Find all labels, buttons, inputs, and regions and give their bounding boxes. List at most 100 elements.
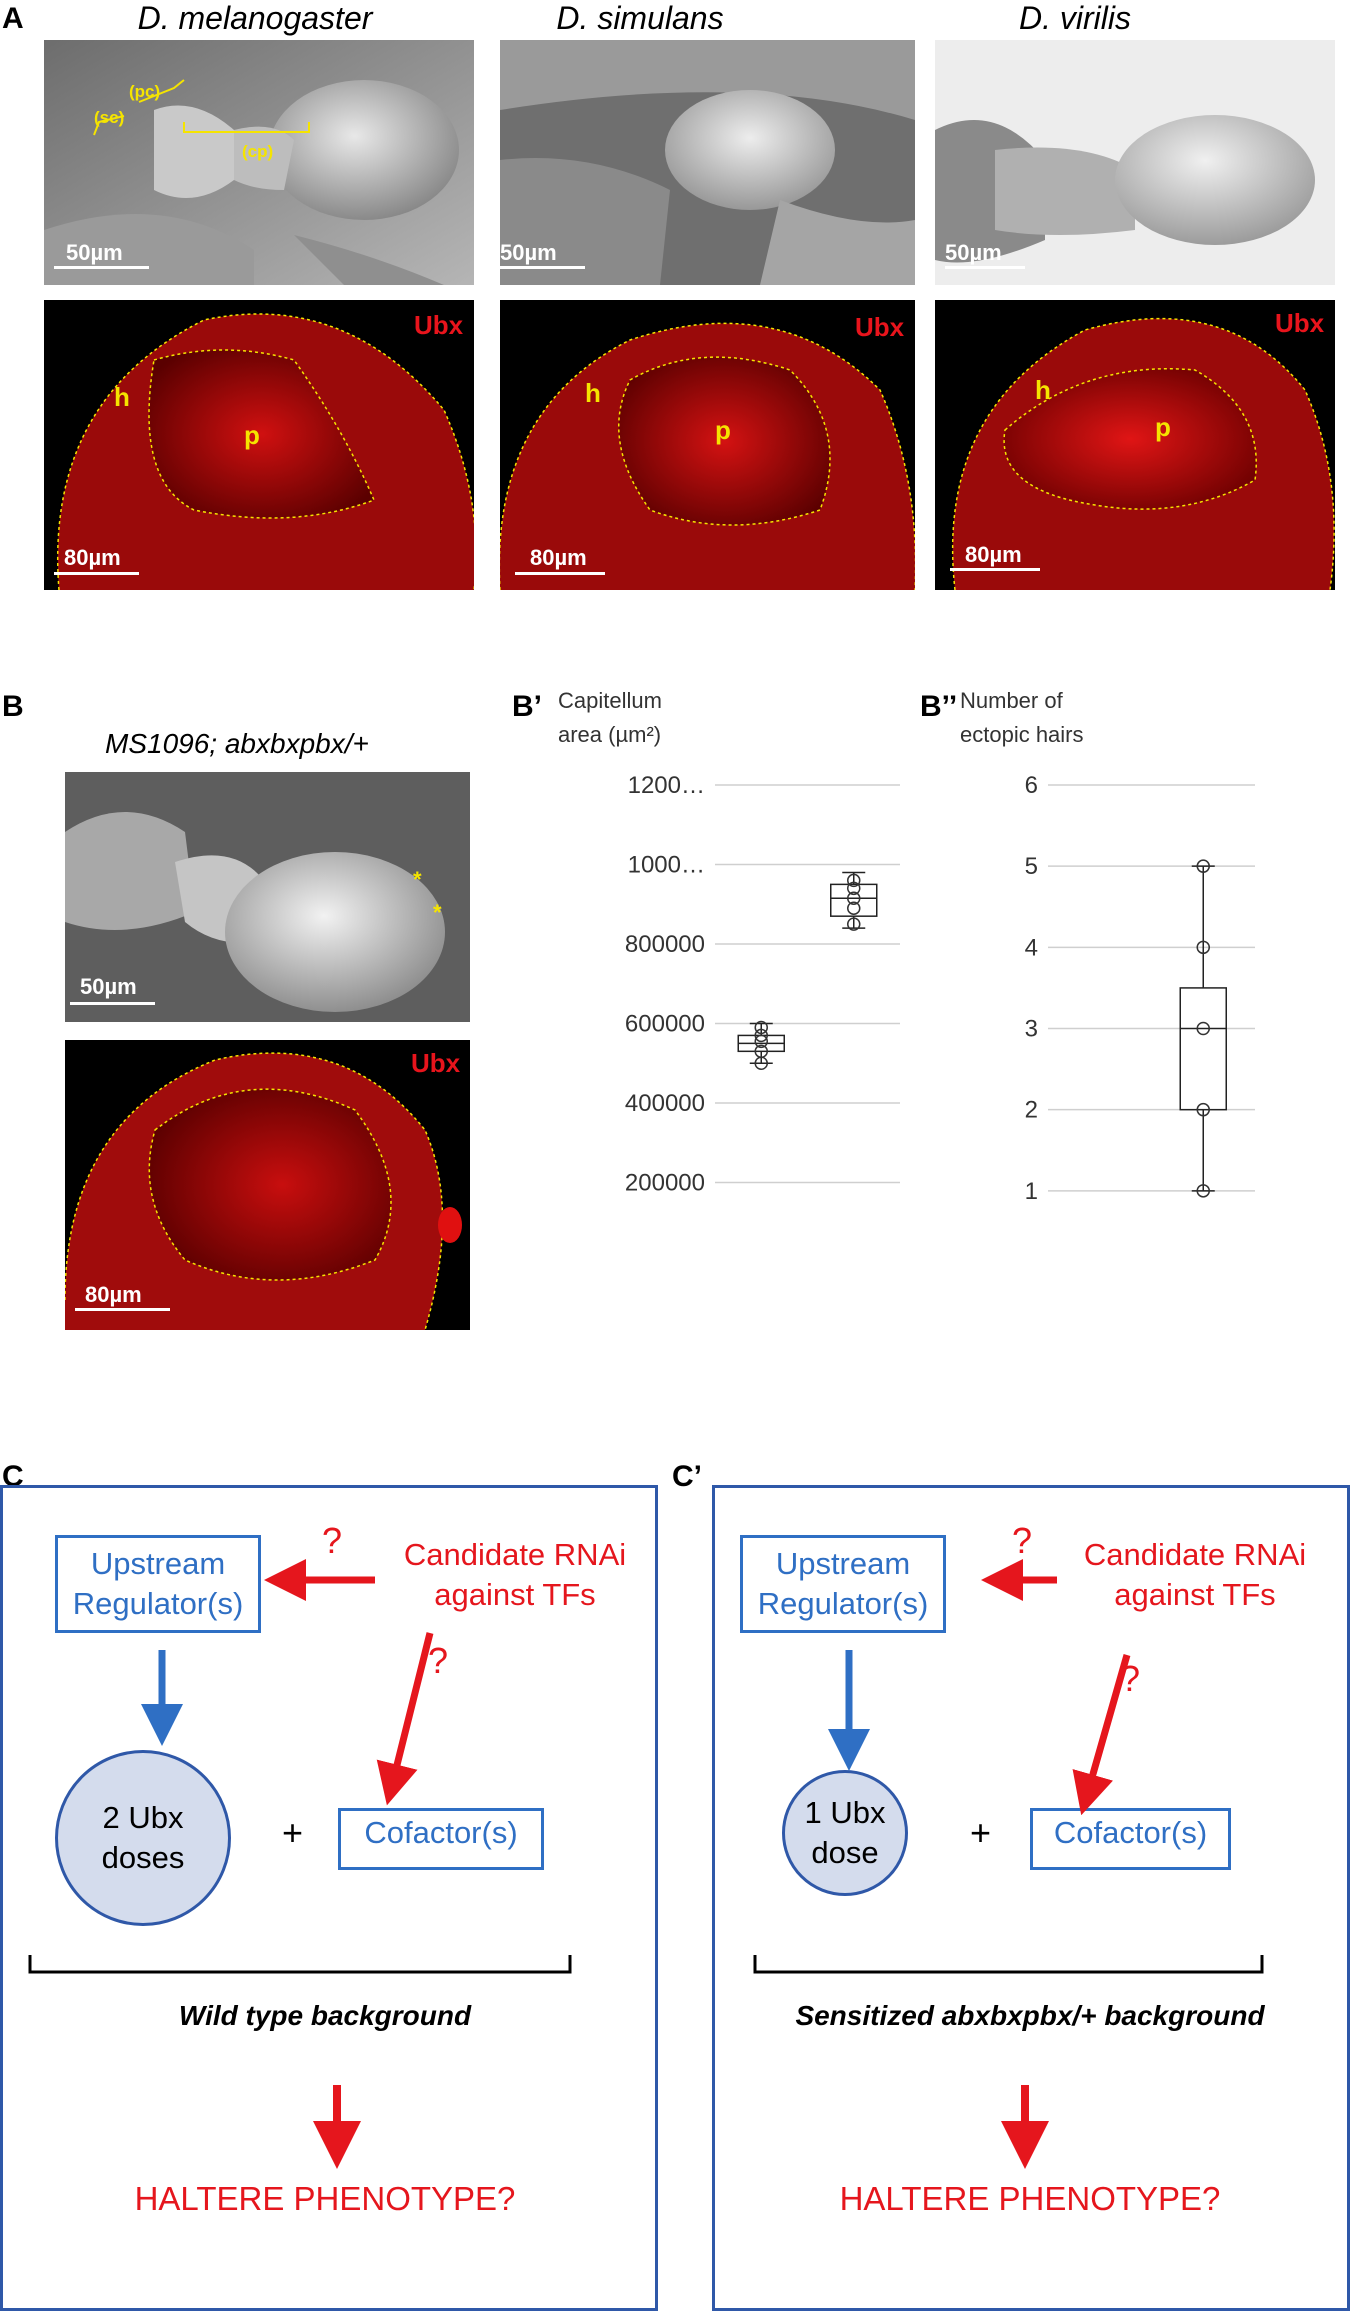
- panel-label-b-prime: B’: [512, 690, 542, 723]
- sem-image-melanogaster: (pc) (sc) (cp) 50µm: [44, 40, 474, 285]
- ectopic-hair-asterisk: *: [433, 900, 442, 925]
- panel-label-b-double-prime: B’’: [920, 690, 958, 723]
- ubx-line-1: 2 Ubx: [102, 1800, 184, 1835]
- ubx-dose-circle: 2 Ubx doses: [55, 1750, 231, 1926]
- data-point: [847, 873, 861, 888]
- candidate-line-2: against TFs: [434, 1577, 596, 1612]
- data-point: [1196, 1102, 1210, 1117]
- confocal-image-melanogaster: Ubx h p 80µm: [44, 300, 474, 590]
- confocal-image-simulans: Ubx h p 80µm: [500, 300, 915, 590]
- background-label: Sensitized abxbxpbx/+ background: [795, 2000, 1265, 2031]
- ubx-dose-circle: 1 Ubx dose: [782, 1770, 908, 1896]
- haltere-sem-illustration: [65, 772, 470, 1022]
- ubx-label: Ubx: [1275, 308, 1325, 338]
- ubx-line-2: dose: [811, 1835, 879, 1870]
- y-tick-label: 4: [1025, 934, 1038, 961]
- scale-label: 80µm: [530, 545, 587, 570]
- ubx-stain-illustration: [65, 1052, 462, 1330]
- box: [1179, 987, 1227, 1111]
- scale-label: 50µm: [500, 240, 557, 265]
- plus-sign: +: [282, 1812, 304, 1853]
- ubx-stain-illustration: [500, 322, 915, 590]
- phenotype-label: HALTERE PHENOTYPE?: [839, 2180, 1221, 2217]
- y-tick-label: 2: [1025, 1097, 1038, 1124]
- scale-bar: [54, 572, 139, 575]
- data-point: [754, 1020, 768, 1035]
- confocal-image-virilis: Ubx h p 80µm: [935, 300, 1335, 590]
- scale-label: 50µm: [945, 240, 1002, 265]
- y-tick-label: 400000: [625, 1090, 705, 1117]
- y-tick-label: 1200…: [628, 772, 705, 799]
- upstream-line-1: Upstream: [775, 1546, 911, 1581]
- data-point: [1196, 859, 1210, 873]
- ubx-label: Ubx: [855, 312, 905, 342]
- scale-bar: [75, 1308, 170, 1311]
- panel-label-c-prime: C’: [672, 1460, 702, 1493]
- species-label-virilis: D. virilis: [1019, 0, 1131, 36]
- species-label-simulans: D. simulans: [556, 0, 724, 36]
- diagram-arrows-wildtype: [28, 1559, 572, 2169]
- cofactor-box: Cofactor(s): [1030, 1808, 1231, 1870]
- scale-bar: [70, 1002, 155, 1005]
- data-point: [1196, 1184, 1210, 1198]
- question-mark: ?: [428, 1640, 449, 1681]
- scale-bar: [945, 266, 1025, 269]
- chart-title: Number of: [960, 690, 1064, 713]
- candidate-line-2: against TFs: [1114, 1577, 1276, 1612]
- candidate-line-1: Candidate RNAi: [403, 1537, 627, 1572]
- candidate-line-1: Candidate RNAi: [1083, 1537, 1307, 1572]
- upstream-line-1: Upstream: [90, 1546, 226, 1581]
- question-mark: ?: [322, 1520, 343, 1561]
- data-point: [754, 1028, 768, 1043]
- data-point: [847, 881, 861, 896]
- candidate-rnai-label: Candidate RNAi against TFs: [390, 1535, 640, 1615]
- diagram-arrows-sensitized: [753, 1559, 1264, 2169]
- data-point: [1196, 1021, 1210, 1036]
- hinge-label: h: [585, 378, 601, 408]
- hinge-label: h: [114, 382, 130, 412]
- scale-label: 50µm: [80, 974, 137, 999]
- data-point: [847, 891, 861, 906]
- scale-label: 80µm: [64, 545, 121, 570]
- haltere-sem-illustration: [44, 40, 474, 285]
- scale-label: 50µm: [66, 240, 123, 265]
- scale-label: 80µm: [965, 542, 1022, 567]
- ectopic-hair-asterisk: *: [413, 867, 422, 892]
- pouch-label: p: [1155, 412, 1171, 442]
- ubx-line-1: 1 Ubx: [804, 1795, 886, 1830]
- y-tick-label: 1: [1025, 1178, 1038, 1205]
- plus-sign: +: [970, 1812, 992, 1853]
- y-tick-label: 800000: [625, 931, 705, 958]
- box: [830, 883, 878, 917]
- haltere-sem-illustration: [500, 40, 915, 285]
- panel-label-a: A: [2, 2, 24, 35]
- upstream-regulator-box: Upstream Regulator(s): [55, 1535, 261, 1633]
- sem-image-virilis: 50µm: [935, 40, 1335, 285]
- y-tick-label: 600000: [625, 1011, 705, 1038]
- y-tick-label: 0: [692, 1249, 705, 1250]
- scale-bar: [54, 266, 149, 269]
- cofactor-box: Cofactor(s): [338, 1808, 544, 1870]
- panel-label-c: C: [2, 1460, 24, 1493]
- chart-title: area (µm²): [558, 722, 661, 747]
- y-tick-label: 1000…: [628, 852, 705, 879]
- scale-bar: [950, 568, 1040, 571]
- sem-label-cp: (cp): [242, 142, 274, 161]
- background-label: Wild type background: [178, 2000, 472, 2031]
- y-tick-label: 5: [1025, 853, 1038, 880]
- y-tick-label: 200000: [625, 1170, 705, 1197]
- scale-label: 80µm: [85, 1282, 142, 1307]
- hinge-label: h: [1035, 375, 1051, 405]
- candidate-rnai-label: Candidate RNAi against TFs: [1070, 1535, 1320, 1615]
- confocal-image-mutant: Ubx 80µm: [65, 1040, 470, 1330]
- panel-label-b: B: [2, 690, 24, 723]
- sem-image-mutant: * * 50µm: [65, 772, 470, 1022]
- ubx-stain-illustration: [57, 313, 474, 590]
- y-tick-label: 3: [1025, 1016, 1038, 1043]
- question-mark: ?: [1012, 1520, 1033, 1561]
- data-point: [754, 1044, 768, 1059]
- scale-bar: [500, 266, 585, 269]
- sem-bracket-overlay: [93, 79, 310, 136]
